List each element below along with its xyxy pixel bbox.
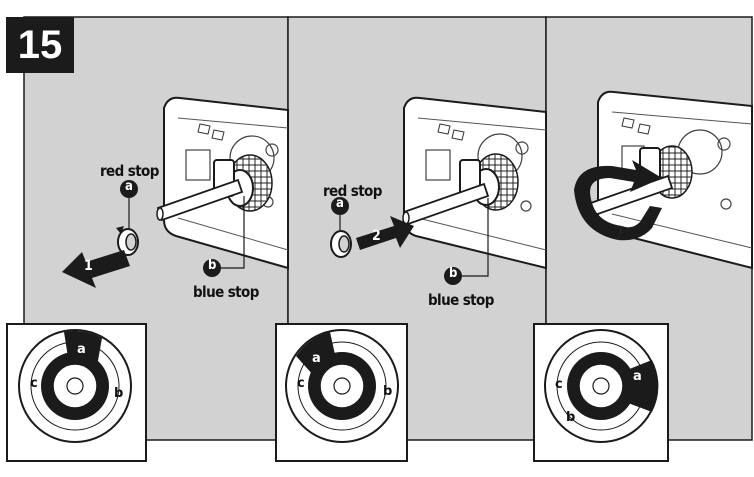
arrow-number-2: 2: [372, 228, 381, 244]
step-number: 15: [6, 17, 74, 73]
blue-stop-label-1: blue stop: [193, 283, 259, 301]
dial2-a: a: [312, 351, 321, 366]
dial2-b: b: [383, 384, 392, 399]
dial1-a: a: [77, 342, 86, 357]
blue-stop-badge-2: [444, 267, 462, 285]
red-stop-badge-1: [120, 180, 138, 198]
red-stop-badge-2: [331, 197, 349, 215]
valve-stem-icon: [156, 178, 244, 222]
blue-stop-letter-1: b: [208, 258, 216, 273]
dial-inset-1: [6, 323, 147, 462]
dial3-c: c: [555, 377, 563, 392]
valve-stem-2: [402, 182, 490, 226]
blue-stop-badge-1: [203, 259, 221, 277]
removal-arrow-1: [62, 250, 130, 288]
arrow-number-1: 1: [84, 258, 93, 274]
dial-inset-3: [533, 323, 669, 462]
stop-ring-icon: [116, 226, 139, 256]
red-stop-letter-2: a: [336, 196, 344, 211]
rotation-arrow-icon: [574, 160, 662, 241]
dial-inset-2: [275, 323, 408, 462]
dial3-b: b: [566, 410, 575, 425]
dial1-c: c: [30, 376, 38, 391]
dial2-c: c: [297, 376, 305, 391]
dial1-b: b: [114, 386, 123, 401]
red-stop-letter-1: a: [125, 179, 133, 194]
dial3-a: a: [633, 369, 642, 384]
blue-stop-letter-2: b: [449, 266, 457, 281]
blue-stop-label-2: blue stop: [428, 291, 494, 309]
red-stop-label-2: red stop: [323, 182, 382, 200]
red-stop-label-1: red stop: [100, 162, 159, 180]
stop-ring-2: [330, 230, 352, 258]
install-arrow-2: [356, 216, 414, 250]
